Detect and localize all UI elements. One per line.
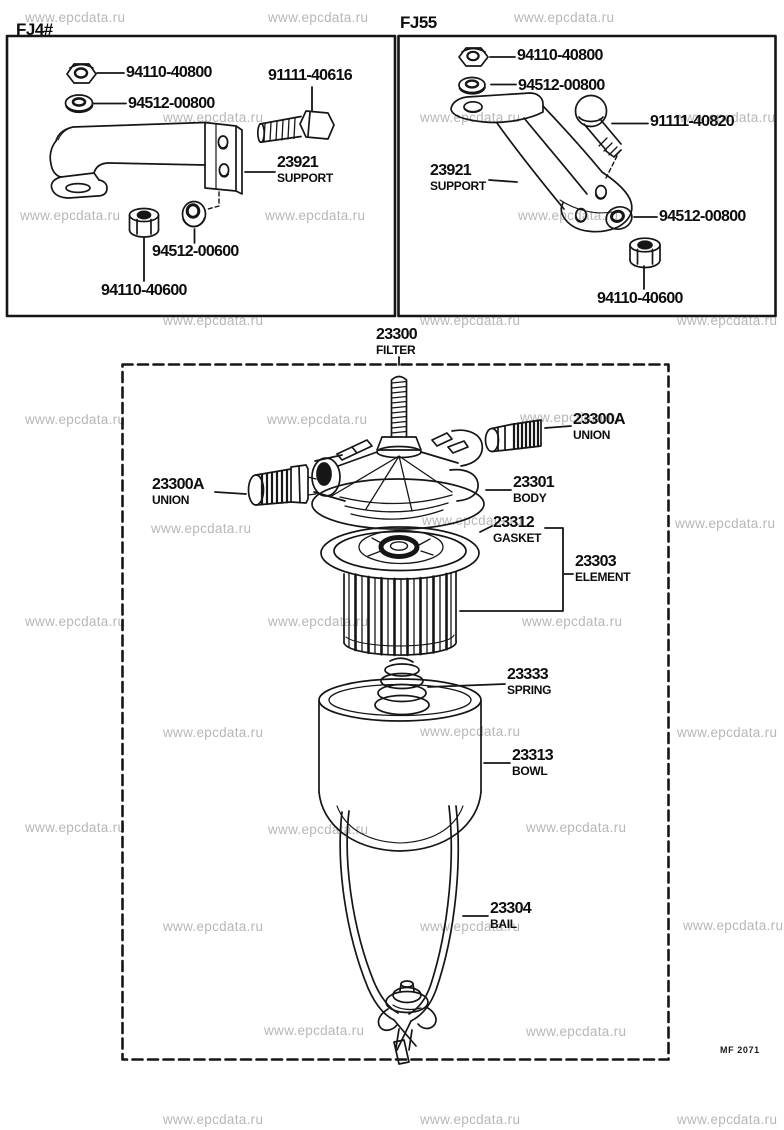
label-fj4-nut-upper: 94110-40800 (126, 64, 212, 81)
watermark: www.epcdata.ru (267, 412, 368, 427)
fj4-washer-upper-drawing (64, 94, 94, 114)
watermark: www.epcdata.ru (268, 614, 369, 629)
filter-spring-drawing (374, 657, 430, 716)
label-fj4-washer-lower: 94512-00600 (152, 243, 239, 260)
watermark: www.epcdata.ru (526, 1024, 627, 1039)
fj55-nut-upper-drawing (458, 47, 489, 67)
watermark: www.epcdata.ru (675, 110, 776, 125)
watermark: www.epcdata.ru (683, 918, 784, 933)
watermark: www.epcdata.ru (522, 614, 623, 629)
filter-gasket-drawing (320, 526, 480, 580)
watermark: www.epcdata.ru (268, 10, 369, 25)
element-bracket-line (459, 527, 574, 612)
panel-title-fj55: FJ55 (400, 13, 437, 32)
watermark: www.epcdata.ru (677, 725, 778, 740)
filter-body-drawing (311, 429, 485, 530)
fj4-nut-upper-drawing (66, 63, 97, 84)
watermark: www.epcdata.ru (264, 1023, 365, 1038)
fj4-panel-frame (5, 34, 397, 318)
watermark: www.epcdata.ru (420, 1112, 521, 1127)
watermark: www.epcdata.ru (163, 110, 264, 125)
watermark: www.epcdata.ru (526, 820, 627, 835)
fj4-leader-lines (92, 72, 313, 282)
watermark: www.epcdata.ru (25, 10, 126, 25)
fj55-washer-lower-drawing (605, 205, 633, 231)
watermark: www.epcdata.ru (20, 208, 121, 223)
panel-title-fj4: FJ4# (16, 20, 53, 39)
watermark: www.epcdata.ru (25, 412, 126, 427)
filter-dashed-box (121, 363, 670, 1061)
label-fj55-nut-lower: 94110-40600 (597, 290, 683, 307)
watermark: www.epcdata.ru (520, 410, 621, 425)
watermark: www.epcdata.ru (420, 110, 521, 125)
watermark: www.epcdata.ru (514, 10, 615, 25)
watermark: www.epcdata.ru (163, 725, 264, 740)
fj55-washer-upper-drawing (458, 76, 486, 95)
filter-union-right-drawing (484, 419, 542, 453)
label-fj55-nut-upper: 94110-40800 (517, 47, 603, 64)
filter-leader-lines (214, 356, 572, 917)
watermark: www.epcdata.ru (420, 724, 521, 739)
watermark: www.epcdata.ru (675, 516, 776, 531)
label-fj55-bolt: 91111-40820 (650, 113, 735, 130)
filter-bail-drawing (339, 805, 460, 1051)
watermark: www.epcdata.ru (25, 614, 126, 629)
fj4-bolt-drawing (256, 110, 335, 144)
watermark: www.epcdata.ru (163, 919, 264, 934)
fj55-panel-frame (397, 34, 777, 318)
fj55-nut-lower-drawing (629, 237, 661, 269)
fj55-leader-lines (488, 56, 658, 290)
fj4-nut-lower-drawing (128, 207, 160, 238)
label-fj4-washer-upper: 94512-00800 (128, 95, 215, 112)
label-fj55-washer-lower: 94512-00800 (659, 208, 746, 225)
filter-stud-drawing (376, 375, 422, 459)
label-fj4-bolt: 91111-40616 (268, 67, 353, 84)
watermark: www.epcdata.ru (677, 1112, 778, 1127)
label-fj55-washer-upper: 94512-00800 (518, 77, 605, 94)
watermark: www.epcdata.ru (25, 820, 126, 835)
fj4-support-drawing (49, 121, 243, 210)
watermark: www.epcdata.ru (163, 1112, 264, 1127)
filter-union-left-drawing (247, 464, 317, 506)
fj55-bolt-drawing (574, 94, 622, 179)
filter-element-drawing (343, 529, 457, 657)
label-fj4-nut-lower: 94110-40600 (101, 282, 187, 299)
page-code: MF 2071 (720, 1045, 760, 1055)
filter-drain-plug-drawing (377, 980, 437, 1065)
filter-bowl-drawing (318, 678, 482, 852)
watermark: www.epcdata.ru (265, 208, 366, 223)
fj55-support-drawing (450, 92, 633, 233)
watermark: www.epcdata.ru (151, 521, 252, 536)
fj4-washer-lower-drawing (181, 200, 207, 228)
